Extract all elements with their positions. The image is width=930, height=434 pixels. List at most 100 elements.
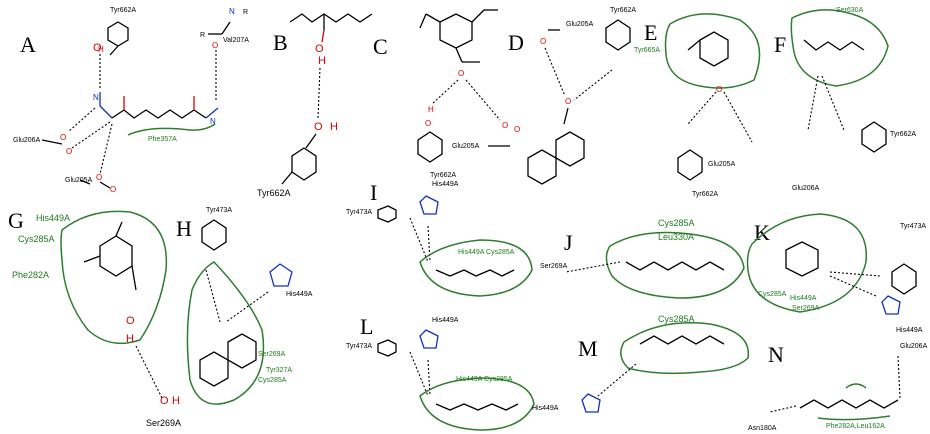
hbond [135, 345, 163, 399]
panel-c: C O H O Tyr662A Glu205A O O [373, 9, 520, 179]
atom-o: O [126, 315, 135, 327]
bond [321, 29, 325, 43]
residue-label: Tyr662A [890, 131, 916, 138]
pocket-residue: Ser269A [258, 351, 286, 358]
residue-label: Glu205A [566, 21, 594, 28]
residue-label: Glu206A [792, 185, 820, 192]
hbond [807, 75, 819, 131]
atom-o: O [540, 37, 546, 46]
pocket-residue: Cys285A [658, 218, 695, 228]
residue-label: Tyr662A [692, 191, 718, 198]
pocket-outline [60, 210, 168, 345]
terpene-chain [435, 269, 515, 277]
pocket-residue: His449A [36, 213, 70, 223]
bond [425, 13, 441, 23]
panel-label-k: K [754, 220, 770, 245]
r-group: R [243, 9, 248, 16]
tyr-ring [417, 131, 443, 163]
pocket-outline [746, 213, 868, 313]
decalin-ring-2 [527, 149, 557, 185]
cyclohexane-ring [699, 31, 729, 67]
pocket-outline [419, 377, 535, 431]
atom-h: H [330, 121, 338, 133]
panel-label-e: E [644, 20, 657, 45]
atom-o: O [110, 185, 116, 194]
bond [455, 47, 463, 63]
imidazole-ring [419, 195, 439, 215]
pocket-arc [127, 123, 216, 136]
pocket-outline [790, 9, 889, 87]
cyclohexane-ring [439, 13, 473, 49]
hbond [687, 91, 717, 125]
panel-l: L Tyr473A His449A His449A Cys285A [346, 314, 535, 431]
hbond [67, 107, 96, 133]
panel-label-h: H [176, 216, 192, 241]
hbond [465, 79, 501, 121]
hbond [573, 69, 613, 101]
panel-f: F Ser630A Tyr662A Glu206A [774, 7, 916, 192]
panel-label-b: B [273, 30, 288, 55]
terpene-chain [289, 13, 373, 23]
tyr-ring [107, 21, 129, 47]
pocket-residue: Ser269A [792, 305, 820, 312]
panel-g: G His449A Cys285A Phe282A O H O H Ser269… [8, 208, 181, 428]
residue-label: His449A [432, 181, 459, 188]
atom-n: N [210, 117, 216, 126]
atom-o: O [212, 41, 218, 50]
residue-label: Ser269A [540, 263, 568, 270]
atom-o: O [60, 133, 66, 142]
tyr-ring [377, 339, 397, 357]
panel-label-i: I [370, 180, 377, 205]
pocket-residue: Cys285A [658, 314, 695, 324]
atom-o: O [160, 395, 169, 407]
atom-o: O [314, 121, 323, 133]
hbond [225, 291, 269, 323]
hbond [829, 275, 877, 297]
hbond [205, 269, 221, 323]
bond [41, 139, 63, 145]
atom-o: O [514, 125, 520, 134]
atom-o: O [93, 42, 102, 54]
pocket-outline [620, 322, 750, 375]
pocket-residue: His449A Cys285A [456, 376, 513, 383]
hbond [544, 47, 566, 97]
hbond [597, 363, 637, 397]
atom-o: O [716, 85, 722, 94]
tyr-ring [891, 263, 917, 295]
residue-label: Glu206A [13, 137, 41, 144]
hbond [427, 225, 431, 263]
hbond [99, 123, 113, 175]
panel-label-g: G [8, 208, 24, 233]
hbond [409, 351, 429, 397]
atom-n: N [93, 93, 99, 102]
tyr-ring [377, 205, 397, 223]
panel-label-m: M [578, 336, 598, 361]
residue-label: Tyr473A [346, 209, 372, 216]
atom-o: O [458, 69, 464, 78]
residue-label: His449A [432, 317, 459, 324]
atom-o: O [96, 173, 102, 182]
pocket-residue: His449A Cys285A [458, 249, 515, 256]
imidazole-ring [419, 329, 439, 349]
tyr-ring [677, 149, 703, 181]
atom-h: H [126, 333, 134, 345]
atom-n: N [229, 7, 235, 16]
panel-j: J Cys285A Leu330A Ser269A [540, 218, 745, 299]
pocket-residue: Cys285A [758, 291, 787, 298]
panel-label-d: D [508, 30, 524, 55]
residue-label: Tyr473A [900, 223, 926, 230]
panel-i: I Tyr473A His449A His449A Cys285A [346, 180, 533, 297]
pocket-residue: Leu330A [658, 232, 694, 242]
bond [305, 133, 317, 149]
hbond [317, 67, 321, 119]
bond [79, 179, 91, 185]
pocket-outline [664, 13, 761, 89]
imidazole-ring [881, 295, 901, 315]
residue-label: Tyr473A [206, 207, 232, 214]
panel-label-f: F [774, 32, 786, 57]
atom-o: O [315, 43, 324, 55]
bond [471, 9, 485, 23]
residue-label: Ser269A [146, 418, 181, 428]
atom-o: O [425, 119, 431, 128]
